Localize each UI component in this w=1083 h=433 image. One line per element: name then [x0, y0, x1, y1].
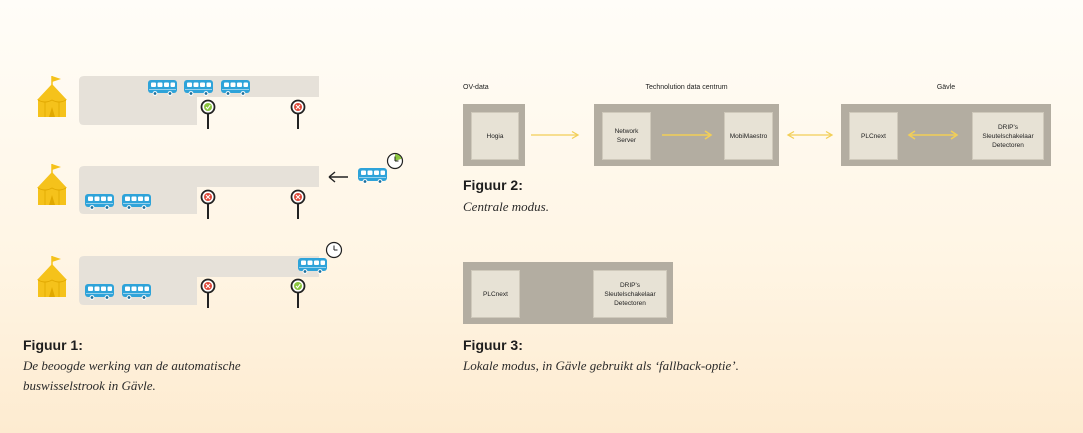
scene-row-3: [36, 241, 343, 309]
tent-icon: [36, 75, 68, 118]
header-gavle: Gävle: [936, 84, 956, 91]
traffic-sign-stop-icon: [200, 278, 216, 309]
clock-icon: [325, 241, 343, 259]
node-network-server: Network Server: [602, 112, 651, 160]
road-shape: [79, 76, 319, 125]
figure1-caption-line1: De beoogde werking van de automatische: [23, 358, 241, 373]
node-plcnext-local: PLCnext: [471, 270, 520, 318]
traffic-sign-go-icon: [200, 99, 216, 130]
arrow-left-icon: [328, 171, 348, 183]
traffic-sign-go-icon: [290, 278, 306, 309]
figure2-caption-title: Figuur 2:: [463, 177, 523, 193]
traffic-sign-stop-icon: [290, 99, 306, 130]
node-drip-local: DRIP's Sleutelschakelaar Detectoren: [593, 270, 667, 318]
traffic-sign-stop-icon: [200, 189, 216, 220]
node-drip: DRIP's Sleutelschakelaar Detectoren: [972, 112, 1044, 160]
road-shape: [79, 166, 319, 214]
figure1-caption-title: Figuur 1:: [23, 337, 83, 353]
bus-icon: [358, 168, 387, 184]
tent-icon: [36, 255, 68, 298]
node-plcnext: PLCnext: [849, 112, 898, 160]
road-shape: [79, 256, 319, 305]
header-technolution: Technolution data centrum: [645, 84, 728, 91]
node-mobimaestro: MobiMaestro: [724, 112, 773, 160]
figure2-caption-text: Centrale modus.: [463, 199, 549, 214]
figure3-caption-text: Lokale modus, in Gävle gebruikt als ‘fal…: [463, 358, 739, 373]
traffic-sign-stop-icon: [290, 189, 306, 220]
header-ov-data: OV-data: [463, 84, 489, 91]
scene-row-2: [36, 152, 404, 220]
scene-row-1: [36, 75, 319, 130]
clock-icon: [386, 152, 404, 170]
node-hogia: Hogia: [471, 112, 519, 160]
tent-icon: [36, 163, 68, 206]
figure1-caption-line2: buswisselstrook in Gävle.: [23, 378, 156, 393]
figure3-caption-title: Figuur 3:: [463, 337, 523, 353]
